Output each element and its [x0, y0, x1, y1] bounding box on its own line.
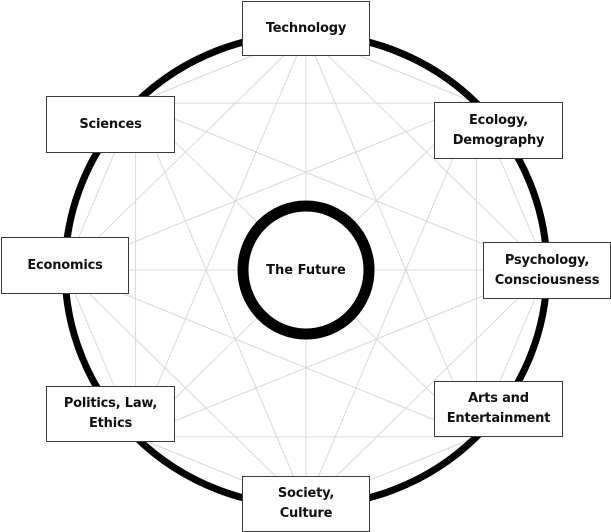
node-psychology-consciousness: Psychology, Consciousness [483, 242, 611, 299]
center-label-the-future: The Future [266, 262, 346, 278]
node-technology: Technology [242, 1, 370, 56]
node-sciences: Sciences [46, 96, 175, 153]
node-politics-law-ethics: Politics, Law, Ethics [46, 386, 175, 442]
node-ecology-demography: Ecology, Demography [434, 102, 563, 159]
center-ring [237, 200, 375, 340]
node-society-culture: Society, Culture [242, 476, 370, 532]
node-economics: Economics [1, 237, 129, 294]
node-arts-entertainment: Arts and Entertainment [434, 381, 563, 437]
